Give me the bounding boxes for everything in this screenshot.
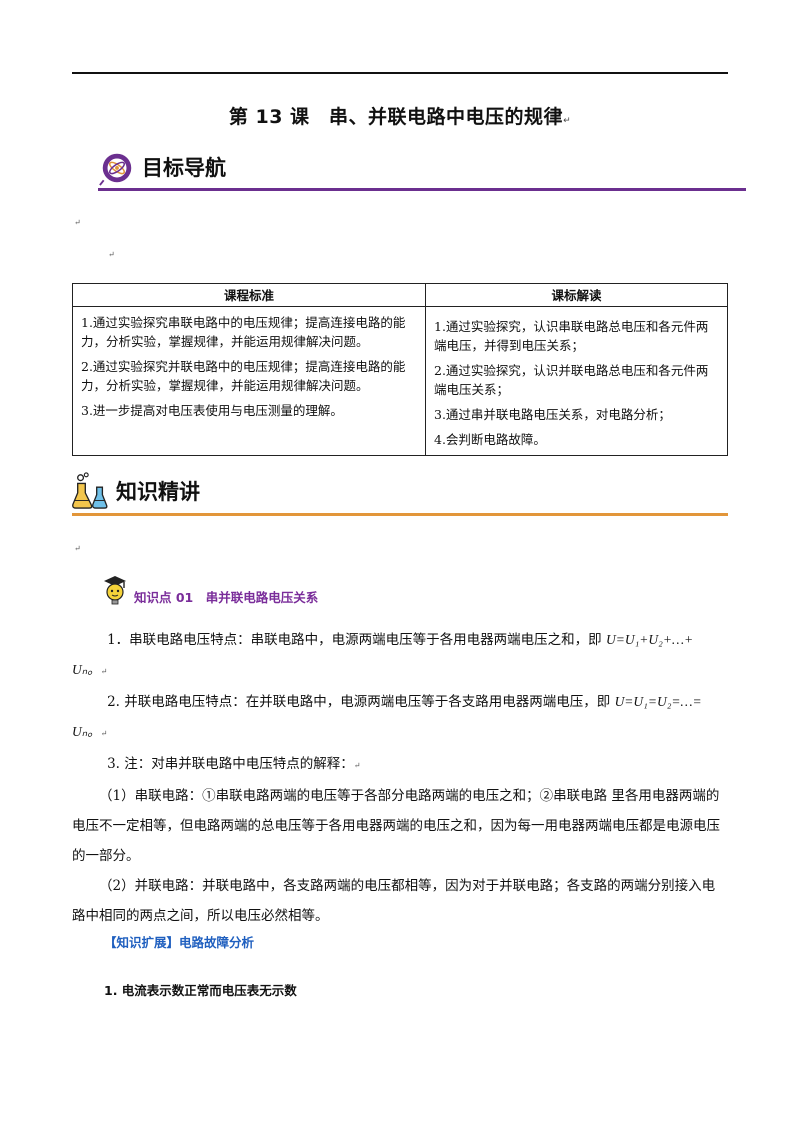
paragraph: 3. 注：对串并联电路中电压特点的解释：↵ [107,756,361,772]
table-header-row: 课程标准 课标解读 [72,283,728,307]
paragraph: 2. 并联电路电压特点：在并联电路中，电源两端电压等于各支路用电器两端电压，即 … [107,694,702,710]
table-cell: 1.通过实验探究，认识串联电路总电压和各元件两端电压，并得到电压关系； 2.通过… [425,306,728,456]
table-cell: 1.通过实验探究串联电路中的电压规律；提高连接电路的能力，分析实验，掌握规律，并… [72,306,426,456]
curriculum-table: 课程标准 课标解读 1.通过实验探究串联电路中的电压规律；提高连接电路的能力，分… [72,283,728,456]
standard-item: 2.通过实验探究并联电路中的电压规律；提高连接电路的能力，分析实验，掌握规律，并… [81,359,406,393]
interpretation-item: 4.会判断电路故障。 [434,432,546,447]
interpretation-item: 1.通过实验探究，认识串联电路总电压和各元件两端电压，并得到电压关系； [434,319,709,353]
section-rule [72,513,728,516]
interpretation-item: 2.通过实验探究，认识并联电路总电压和各元件两端电压关系； [434,363,709,397]
paragraph-mark: ↵ [74,218,81,227]
lab-flask-icon [72,472,108,509]
standard-item: 3.进一步提高对电压表使用与电压测量的理解。 [81,403,343,418]
parallel-formula: U=U₁=U₂=…= [614,694,702,709]
table-header: 课程标准 [72,283,426,307]
interpretation-item: 3.通过串并联电路电压关系，对电路分析； [434,407,671,422]
lesson-title: 第 13 课 串、并联电路中电压的规律↵ [228,106,572,128]
section-label: 目标导航 [142,156,226,180]
paragraph: （1）串联电路：①串联电路两端的电压等于各部分电路两端的电压之和；②串联电路 里… [72,788,720,864]
paragraph: Uₙ。↵ [72,724,108,739]
section-label: 知识精讲 [116,480,200,504]
subheading: 1. 电流表示数正常而电压表无示数 [104,983,297,998]
paragraph-mark: ↵ [74,544,81,553]
knowledge-extension-heading: 【知识扩展】电路故障分析 [104,935,255,950]
table-row: 1.通过实验探究串联电路中的电压规律；提高连接电路的能力，分析实验，掌握规律，并… [72,306,728,456]
section-rule [98,188,746,191]
paragraph: （2）并联电路：并联电路中，各支路两端的电压都相等，因为对于并联电路；各支路的两… [72,878,716,924]
paragraph: Uₙ。↵ [72,662,108,677]
header-rule [72,72,728,74]
standard-item: 1.通过实验探究串联电路中的电压规律；提高连接电路的能力，分析实验，掌握规律，并… [81,315,406,349]
molecule-badge-icon [99,153,132,186]
section-target-nav: 目标导航 [98,148,226,186]
knowledge-point-title: 知识点 01 串并联电路电压关系 [134,590,319,605]
section-knowledge: 知识精讲 [72,472,200,510]
knowledge-point-heading: 知识点 01 串并联电路电压关系 [100,574,318,606]
body-text: 1．串联电路电压特点：串联电路中，电源两端电压等于各用电器两端电压之和，即 U=… [72,625,728,931]
paragraph-mark: ↵ [108,250,115,259]
graduate-bulb-icon [104,576,126,605]
paragraph: 1．串联电路电压特点：串联电路中，电源两端电压等于各用电器两端电压之和，即 U=… [107,632,694,648]
table-header: 课标解读 [425,283,728,307]
series-formula: U=U₁+U₂+…+ [605,632,694,647]
